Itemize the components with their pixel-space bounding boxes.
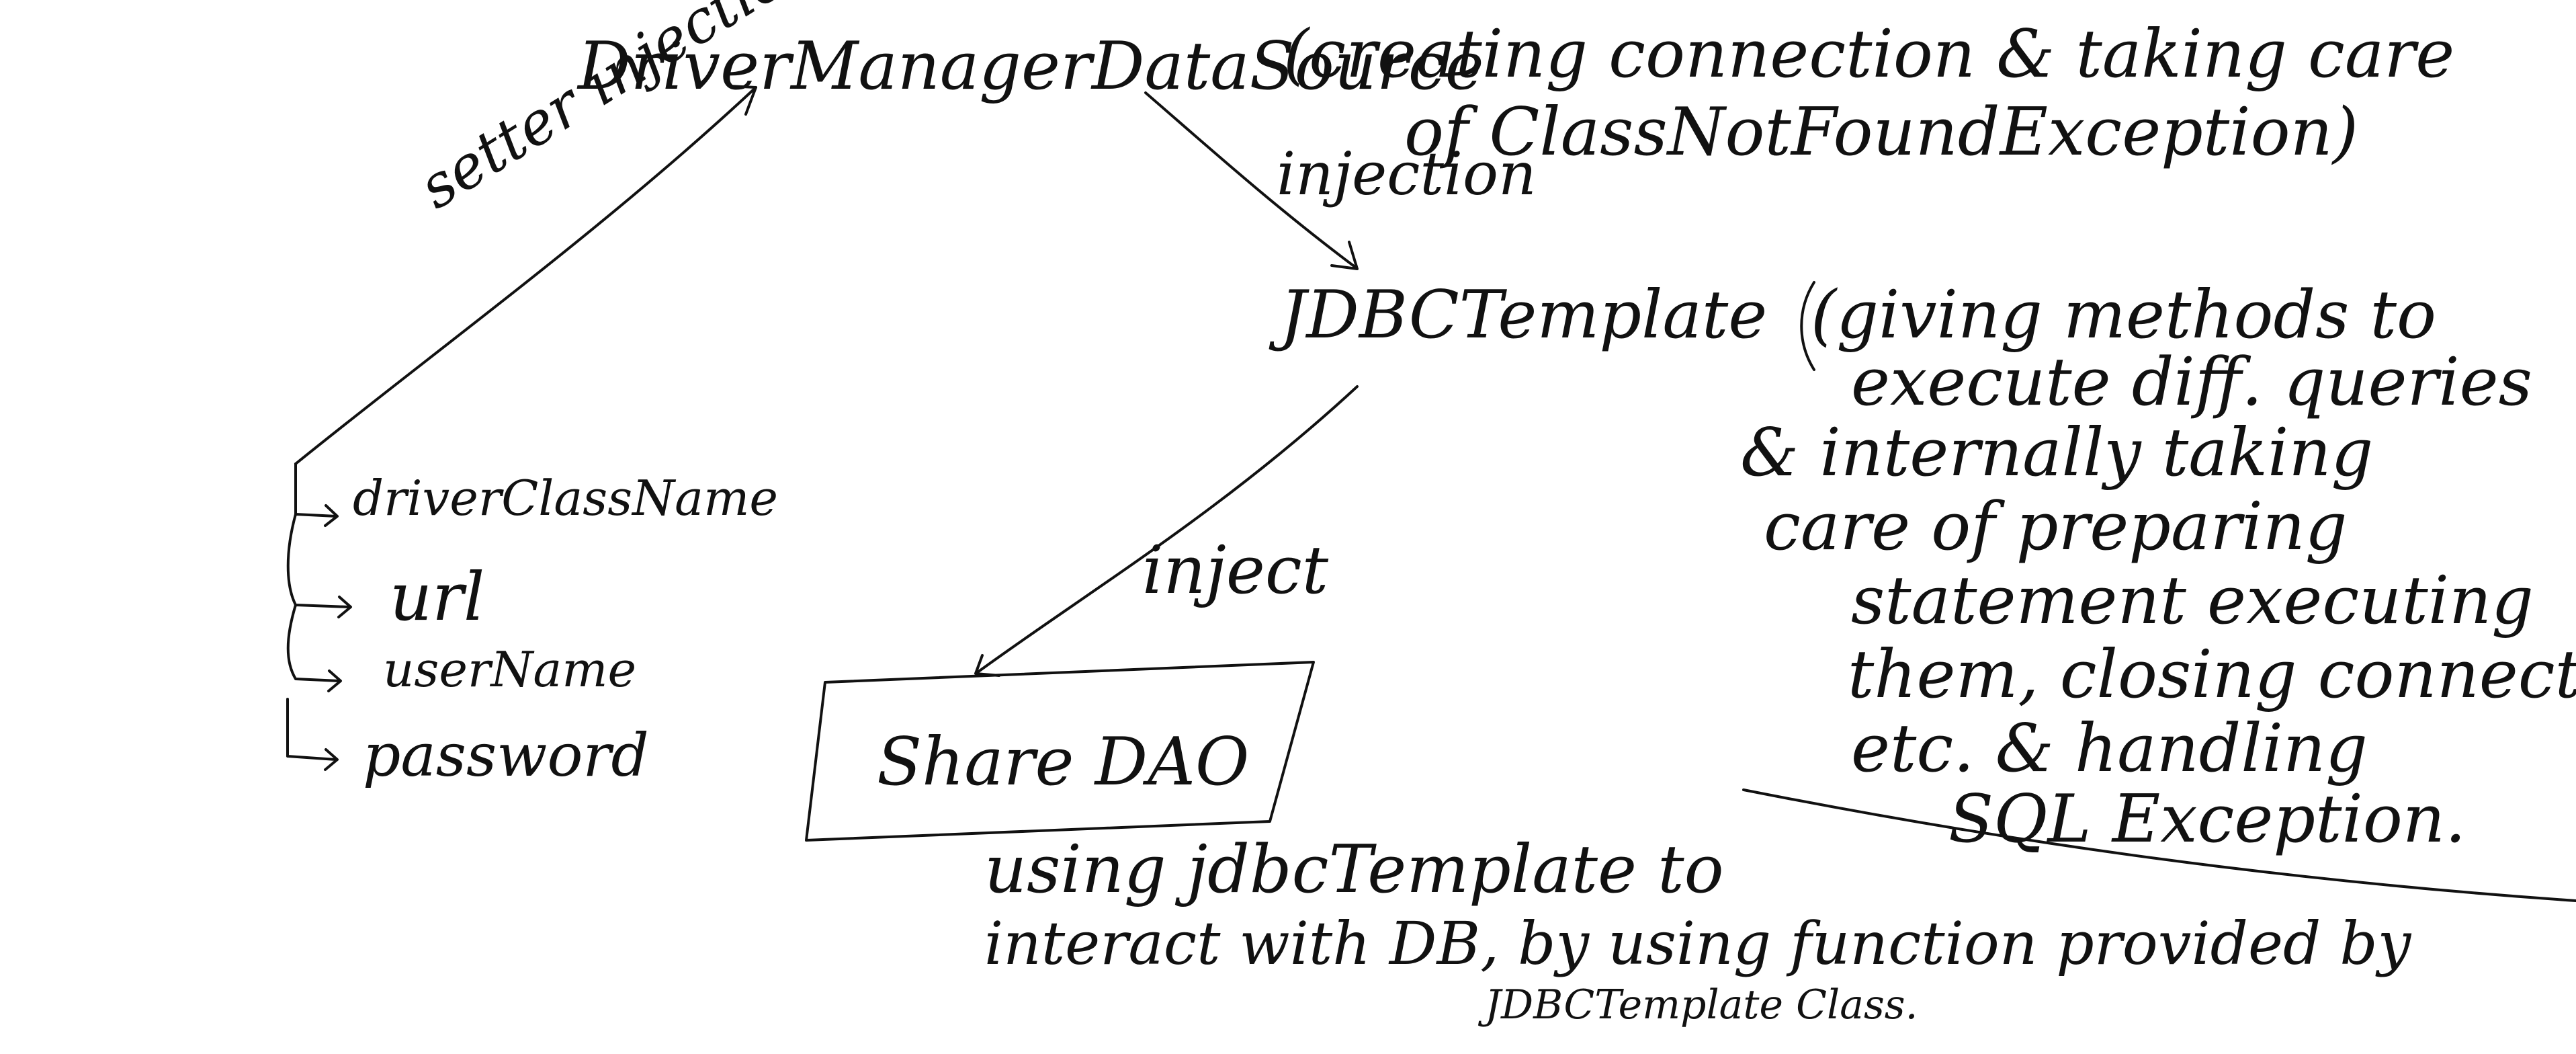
inject-label: inject [1142,532,1329,609]
share-dao-label: Share DAO [877,724,1250,801]
property-arrowheads [324,504,352,771]
datasource-note-line1: (creating connection & taking care [1283,16,2455,93]
injection-arrow [1144,91,1357,269]
sql-exception-underline [1742,788,2576,902]
datasource-label: DriverManagerDataSource [578,28,1484,105]
property-url: url [390,559,485,636]
share-dao-box-outline [805,661,1315,842]
jdbc-note-line: & internally taking [1740,415,2374,491]
injection-label: injection [1277,139,1537,208]
jdbc-note-open-paren [1800,281,1815,371]
datasource-note-line2: of ClassNotFoundException) [1404,94,2358,171]
setter-injection-arrowhead [728,85,757,116]
setter-injection-arrow [294,86,757,465]
property-password: password [363,721,649,790]
share-dao-note-line: JDBCTemplate Class. [1485,981,1918,1028]
jdbc-note-line: (giving methods to [1811,277,2436,354]
jdbc-note-line: statement executing [1851,563,2534,639]
share-dao-note-line: using jdbcTemplate to [984,832,1724,908]
inject-arrow [976,385,1359,674]
jdbc-template-label: JDBCTemplate [1280,277,1768,354]
jdbc-note-line: etc. & handling [1851,711,2368,787]
jdbc-note-line: execute diff. queries [1851,344,2532,421]
share-dao-note-line: interact with DB, by using function prov… [984,909,2411,978]
jdbc-note-line: them, closing connect [1848,637,2576,713]
property-driverclassname: driverClassName [353,470,778,526]
injection-arrowhead [1330,241,1359,270]
jdbc-note-line: care of preparing [1764,489,2348,565]
properties-bracket [286,462,351,761]
jdbc-note-line: SQL Exception. [1948,781,2466,858]
property-username: userName [383,641,637,698]
